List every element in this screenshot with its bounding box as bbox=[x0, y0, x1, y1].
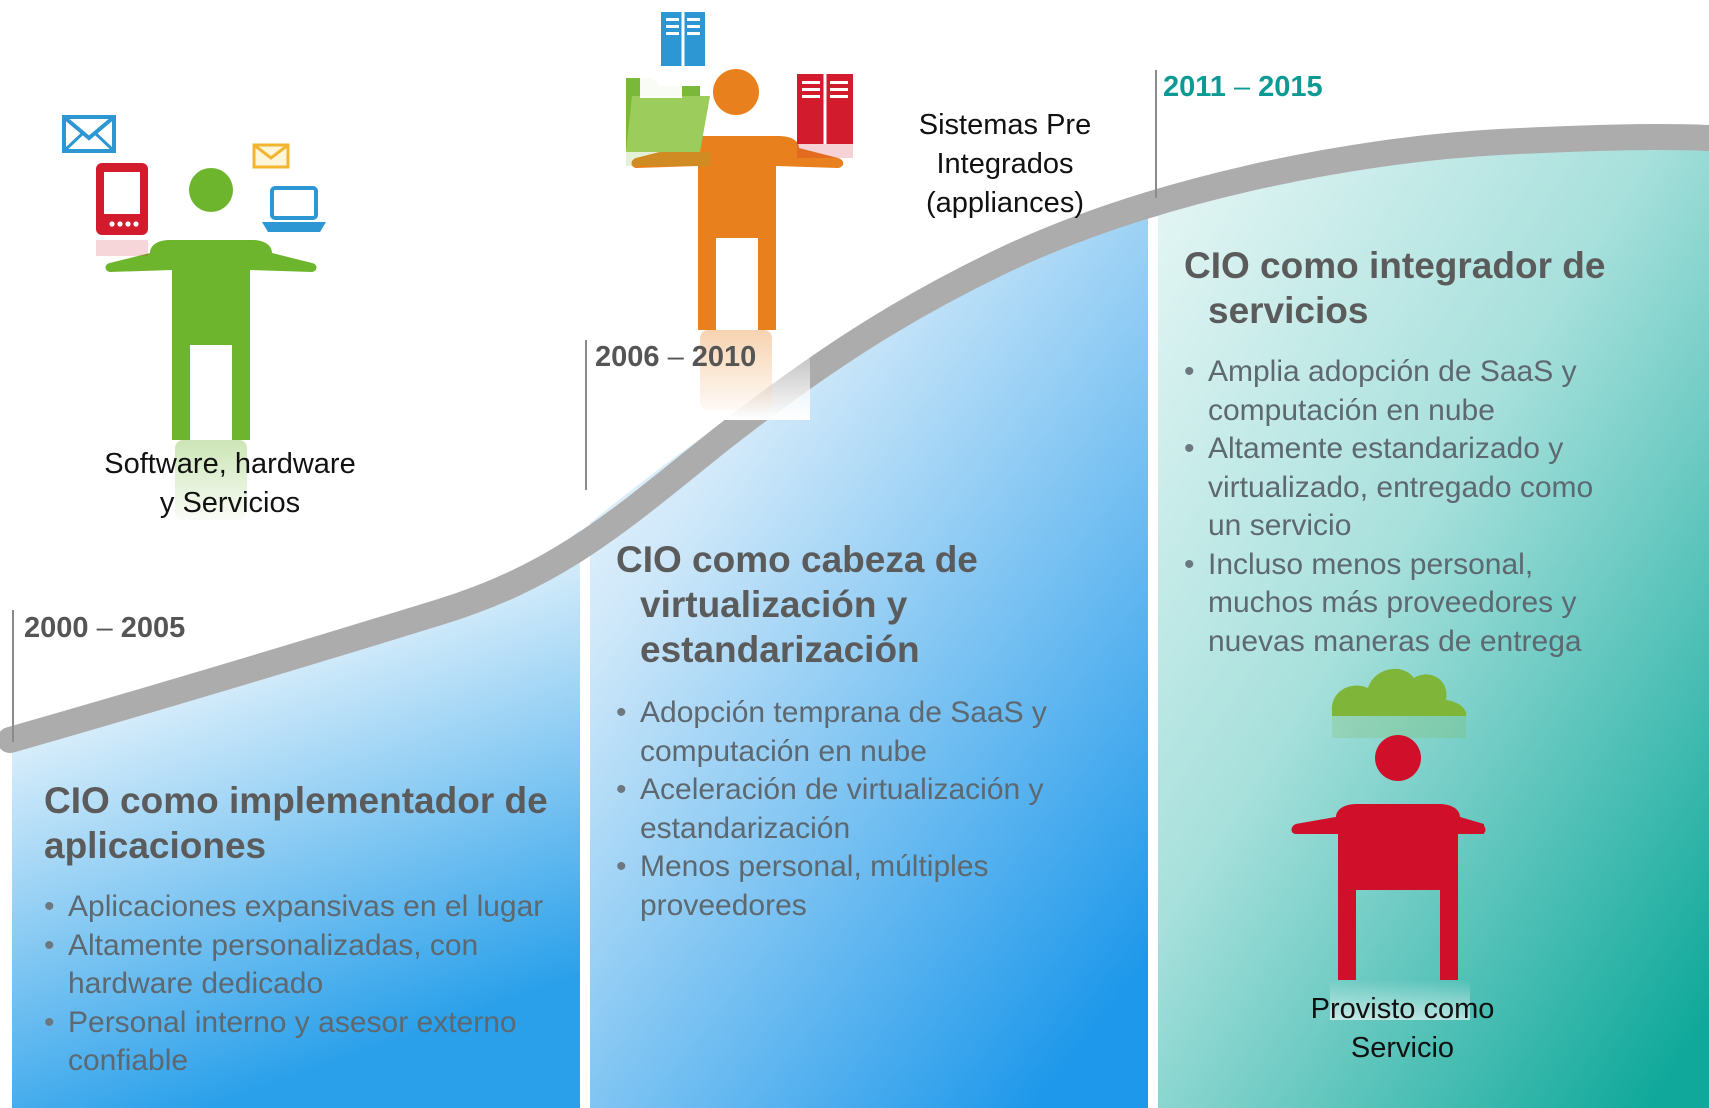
stage-title-line: CIO como integrador de bbox=[1184, 245, 1606, 286]
period-dash: – bbox=[1225, 71, 1259, 103]
stage-title: CIO como implementador de aplicaciones bbox=[44, 778, 584, 868]
caption-line: Integrados bbox=[936, 148, 1074, 180]
stage-title: CIO como cabeza de virtualización y esta… bbox=[616, 537, 1096, 672]
stage-title-line: CIO como cabeza de bbox=[616, 539, 978, 580]
stage-block-implementador: CIO como implementador de aplicaciones A… bbox=[44, 778, 584, 1081]
period-start: 2006 bbox=[595, 341, 660, 373]
bullet-item: Personal interno y asesor externo confia… bbox=[44, 1004, 584, 1081]
cloud-icon bbox=[1331, 668, 1467, 738]
folder-icon bbox=[626, 72, 710, 166]
bullet-item: Adopción temprana de SaaS y computación … bbox=[616, 694, 1096, 771]
period-label-2006-2010: 2006 – 2010 bbox=[595, 341, 756, 374]
caption-line: Software, hardware bbox=[104, 448, 356, 480]
stage-block-integrador: CIO como integrador de servicios Amplia … bbox=[1184, 243, 1634, 661]
person-red-icon bbox=[1291, 735, 1486, 980]
stage-title-line: servicios bbox=[1208, 290, 1369, 331]
envelope-icon bbox=[62, 115, 116, 153]
bullet-item: Altamente estandarizado y virtualizado, … bbox=[1184, 430, 1634, 546]
period-end: 2015 bbox=[1258, 71, 1323, 103]
caption-line: Sistemas Pre bbox=[918, 109, 1092, 141]
person-green-icon bbox=[105, 168, 317, 440]
caption-software-hardware: Software, hardware y Servicios bbox=[80, 445, 380, 523]
bullet-item: Altamente personalizadas, con hardware d… bbox=[44, 927, 584, 1004]
stage-title: CIO como integrador de servicios bbox=[1184, 243, 1634, 333]
period-dash: – bbox=[88, 612, 121, 644]
laptop-icon bbox=[262, 186, 326, 232]
stage-bullets: Aplicaciones expansivas en el lugar Alta… bbox=[44, 888, 584, 1081]
bullet-item: Incluso menos personal, muchos más prove… bbox=[1184, 546, 1634, 662]
tablet-icon bbox=[96, 163, 148, 256]
server-blue-icon bbox=[661, 12, 705, 66]
caption-line: (appliances) bbox=[926, 187, 1084, 219]
period-end: 2010 bbox=[691, 341, 757, 373]
stage-bullets: Amplia adopción de SaaS y computación en… bbox=[1184, 353, 1634, 661]
bullet-item: Aceleración de virtualización y estandar… bbox=[616, 771, 1096, 848]
period-end: 2005 bbox=[120, 612, 186, 644]
server-red-icon bbox=[797, 74, 853, 158]
period-start: 2011 bbox=[1163, 71, 1226, 103]
stage-bullets: Adopción temprana de SaaS y computación … bbox=[616, 694, 1096, 925]
stage-title-line: virtualización y bbox=[640, 584, 908, 625]
bullet-item: Menos personal, múltiples proveedores bbox=[616, 848, 1096, 925]
stage-title-line: estandarización bbox=[640, 629, 920, 670]
stage-title-line: aplicaciones bbox=[44, 825, 267, 866]
stage-title-line: CIO como implementador de bbox=[44, 780, 548, 821]
bullet-item: Amplia adopción de SaaS y computación en… bbox=[1184, 353, 1634, 430]
stage-block-cabeza: CIO como cabeza de virtualización y esta… bbox=[616, 537, 1096, 925]
caption-line: Provisto como bbox=[1310, 993, 1495, 1025]
person-orange-icon bbox=[631, 69, 844, 330]
bullet-item: Aplicaciones expansivas en el lugar bbox=[44, 888, 584, 927]
caption-pre-integrated-systems: Sistemas Pre Integrados (appliances) bbox=[880, 106, 1130, 223]
caption-line: Servicio bbox=[1350, 1032, 1455, 1064]
period-start: 2000 bbox=[24, 612, 89, 644]
caption-provided-as-service: Provisto como Servicio bbox=[1280, 990, 1525, 1068]
period-dash: – bbox=[659, 341, 692, 373]
caption-line: y Servicios bbox=[159, 487, 301, 519]
growth-curve bbox=[0, 124, 1709, 753]
period-label-2000-2005: 2000 – 2005 bbox=[24, 612, 185, 645]
small-envelope-icon bbox=[252, 143, 290, 169]
period-label-2011-2015: 2011 – 2015 bbox=[1163, 71, 1323, 104]
